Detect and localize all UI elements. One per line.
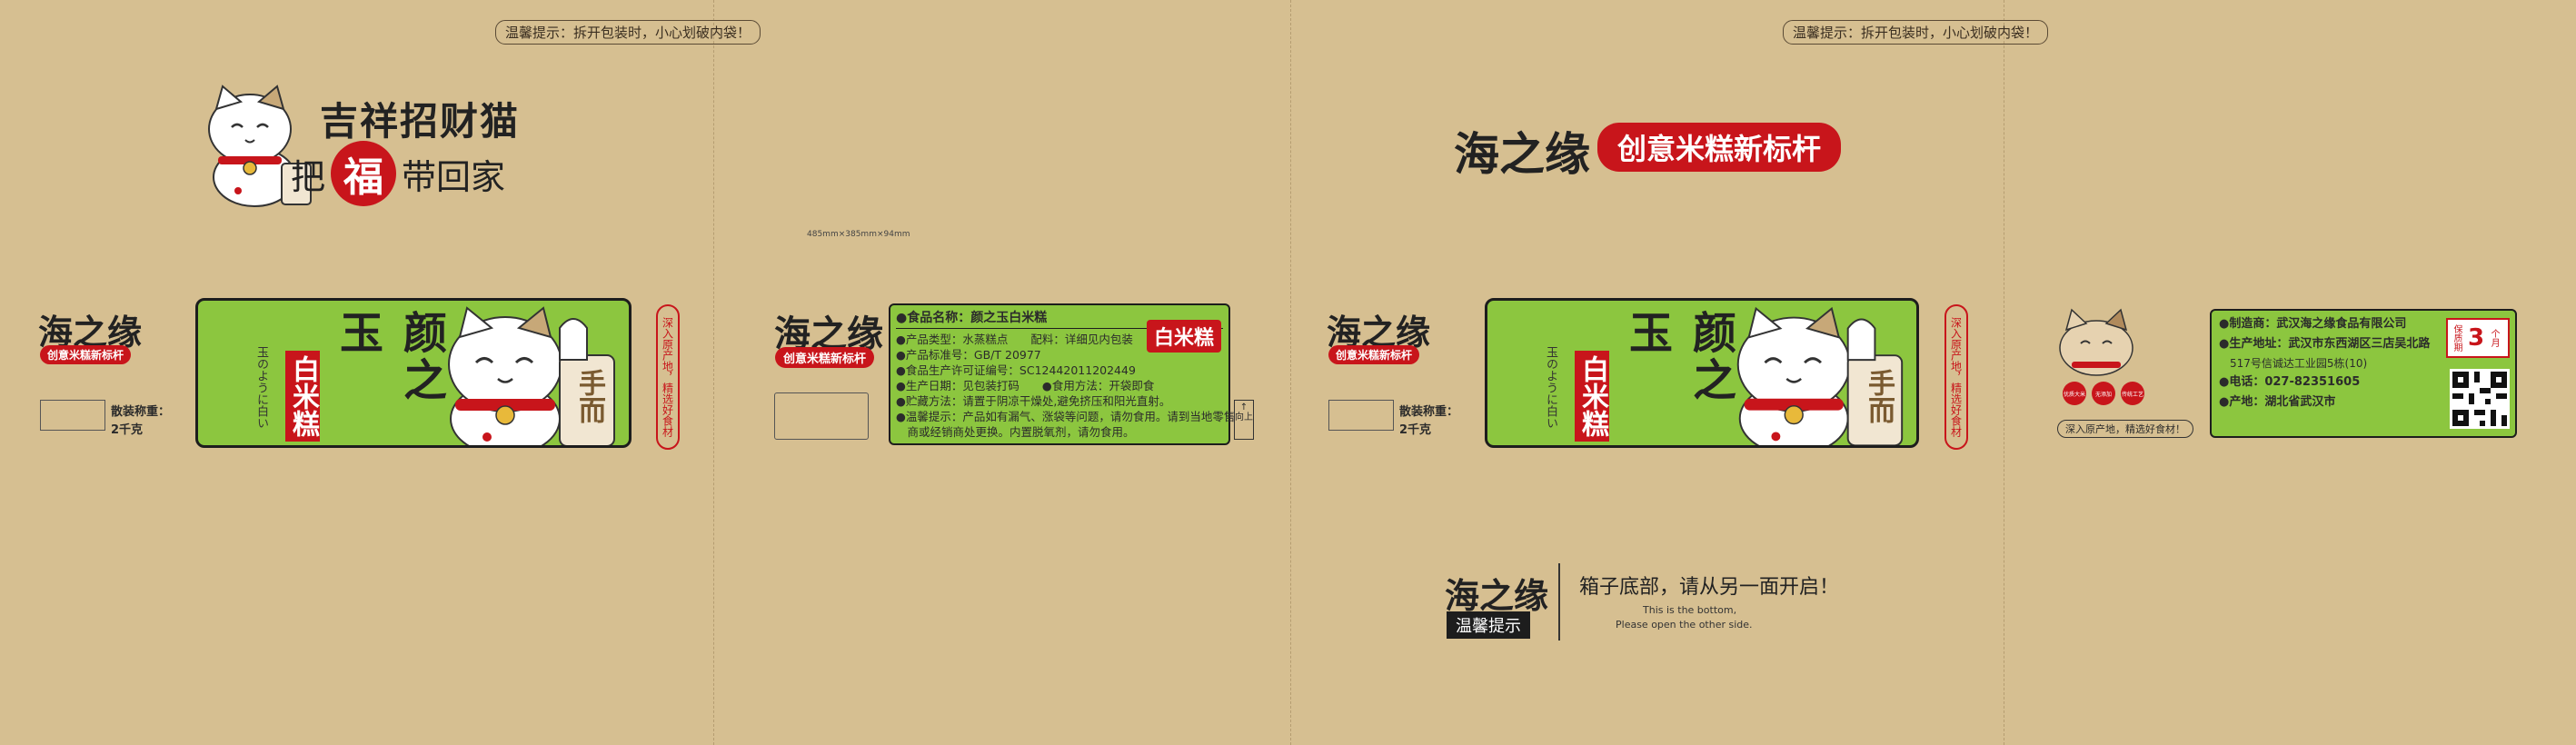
- notice-top-right: 温馨提示：拆开包装时，小心划破内袋！: [1783, 20, 2049, 45]
- info-line: 商或经销商处更换。内置脱氧剂，请勿食用。: [896, 425, 1135, 439]
- lucky-cat-small: [2055, 307, 2137, 378]
- fold-line: [713, 0, 714, 745]
- qr-code-icon: [2450, 369, 2510, 429]
- notice-top-left: 温馨提示：拆开包装时，小心划破内袋！: [495, 20, 761, 45]
- maker-address1: ●生产地址：武汉市东西湖区三店吴北路: [2219, 337, 2431, 351]
- maker-address2: 517号信诚达工业园5栋(10): [2219, 357, 2368, 370]
- slogan-pre: 把: [291, 156, 326, 197]
- lucky-cat-logo: [191, 82, 318, 209]
- cat-sign-text: 手而: [1863, 369, 1895, 423]
- feature-icon-rice: 优质大米: [2063, 382, 2086, 405]
- product-name: 颜之玉: [1621, 310, 1736, 404]
- brand-tagline-mid: 创意米糕新标杆: [775, 347, 875, 368]
- net-label: 散装称重：: [1399, 405, 1459, 419]
- qr-code-graphic: [2452, 372, 2507, 426]
- maker-info-panel: ●制造商：武汉海之缘食品有限公司 ●生产地址：武汉市东西湖区三店吴北路 517号…: [2210, 309, 2517, 438]
- bottom-en-text2: Please open the other side.: [1616, 619, 1753, 631]
- side-text: 玉のように白い: [254, 346, 268, 429]
- bottom-badge: 温馨提示: [1447, 611, 1530, 639]
- slogan-line1: 吉祥招财猫: [320, 99, 521, 144]
- hint-pill-left: 深入原产地，精选好食材: [656, 304, 680, 450]
- feature-icons: 优质大米 无添加 传统工艺: [2063, 382, 2144, 405]
- product-label-green: 玉のように白い 白米糕 颜之玉 手而: [1485, 298, 1919, 448]
- fu-badge: 福: [331, 141, 397, 206]
- maker-origin: ●产地：湖北省武汉市: [2219, 395, 2336, 409]
- lucky-cat-main: 手而: [423, 301, 629, 445]
- product-type-badge: 白米糕: [285, 351, 320, 442]
- food-info-title: ●食品名称：颜之玉白米糕: [896, 308, 1223, 329]
- lucky-cat-icon: [1736, 306, 1904, 445]
- shelf-life-badge: 保质期 3 个月: [2446, 318, 2510, 358]
- shelf-value: 3: [2468, 324, 2485, 352]
- food-info-panel: ●食品名称：颜之玉白米糕 白米糕 ●产品类型：水蒸糕点 配料：详细见内包装 ●产…: [889, 303, 1236, 445]
- brand-tagline-center: 创意米糕新标杆: [1597, 123, 1842, 172]
- info-line: ●产品类型：水蒸糕点 配料：详细见内包装: [896, 333, 1133, 346]
- feature-icon-natural: 无添加: [2092, 382, 2115, 405]
- shelf-unit: 个月: [2489, 329, 2500, 347]
- bottom-en-text1: This is the bottom,: [1643, 604, 1737, 616]
- info-line: ●产品标准号：GB/T 20977: [896, 348, 1041, 362]
- fold-line: [1290, 0, 1291, 745]
- info-line: ●生产日期：见包装打码 ●食用方法：开袋即食: [896, 379, 1155, 392]
- bottom-cn-text: 箱子底部，请从另一面开启！: [1579, 576, 1840, 599]
- lucky-cat-icon: [208, 84, 312, 207]
- lucky-cat-main: 手而: [1713, 301, 1916, 445]
- maker-banner: 深入原产地，精选好食材！: [2057, 420, 2193, 438]
- slogan-line2: 把 福 带回家: [291, 141, 505, 206]
- maker-phone: ●电话：027-82351605: [2219, 375, 2361, 389]
- brand-tagline-right: 创意米糕新标杆: [1328, 345, 1420, 364]
- food-info-lines: ●产品类型：水蒸糕点 配料：详细见内包装 ●产品标准号：GB/T 20977 ●…: [896, 332, 1236, 440]
- net-value: 2千克: [1399, 423, 1432, 437]
- product-name: 颜之玉: [332, 310, 446, 404]
- up-sign-icon: ↑ 向上: [1234, 400, 1254, 440]
- bottom-divider: [1558, 563, 1560, 641]
- feature-icon-craft: 传统工艺: [2121, 382, 2144, 405]
- info-line: ●温馨提示：产品如有漏气、涨袋等问题，请勿食用。请到当地零售: [896, 410, 1236, 423]
- blank-box-mid: [774, 392, 869, 440]
- product-type-badge: 白米糕: [1575, 351, 1609, 442]
- net-value: 2千克: [111, 423, 144, 437]
- cat-sign-text: 手而: [573, 369, 605, 423]
- brand-tagline-left: 创意米糕新标杆: [40, 345, 132, 364]
- net-label: 散装称重：: [111, 405, 171, 419]
- hint-pill-right: 深入原产地，精选好食材: [1944, 304, 1968, 450]
- shelf-label: 保质期: [2452, 324, 2462, 352]
- brand-logo-bottom: 海之缘: [1445, 576, 1549, 616]
- blank-box: [1328, 400, 1394, 431]
- product-label-green: 玉のように白い 白米糕 颜之玉 手而: [195, 298, 632, 448]
- blank-box: [40, 400, 105, 431]
- brand-logo-center: 海之缘: [1454, 128, 1590, 181]
- food-info-badge: 白米糕: [1146, 320, 1221, 353]
- dimensions-text: 485mm×385mm×94mm: [807, 230, 910, 239]
- info-line: ●贮藏方法：请置于阴凉干燥处,避免挤压和阳光直射。: [896, 394, 1171, 408]
- maker-manufacturer: ●制造商：武汉海之缘食品有限公司: [2219, 317, 2407, 331]
- side-text: 玉のように白い: [1544, 346, 1557, 429]
- info-line: ●食品生产许可证编号：SC12442011202449: [896, 363, 1136, 377]
- lucky-cat-icon: [448, 306, 615, 445]
- slogan-post: 带回家: [402, 156, 506, 197]
- lucky-cat-icon: [2059, 308, 2133, 376]
